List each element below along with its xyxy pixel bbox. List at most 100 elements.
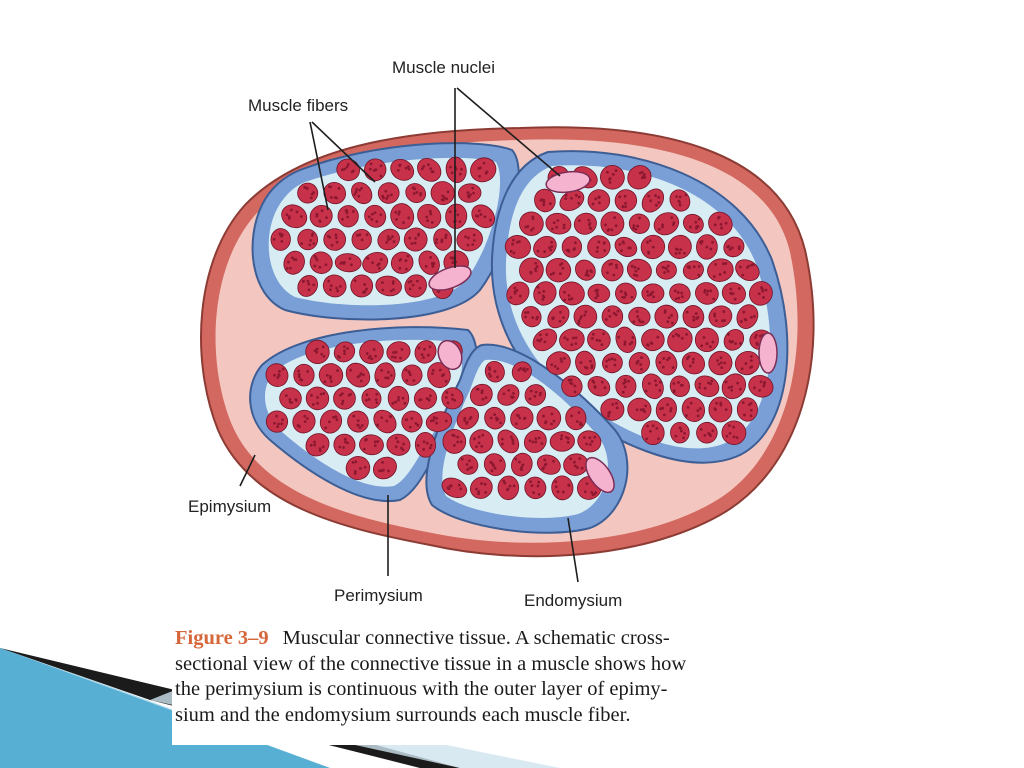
myofibril-dot [401,448,405,452]
myofibril-dot [337,186,341,190]
myofibril-dot [663,413,666,417]
myofibril-dot [587,223,591,227]
myofibril-dot [679,248,683,252]
myofibril-dot [490,462,494,466]
myofibril-dot [346,347,349,350]
myofibril-dot [627,379,630,383]
myofibril-dot [529,228,533,232]
myofibril-dot [489,218,492,222]
myofibril-dot [549,248,553,252]
myofibril-dot [659,407,662,411]
myofibril-dot [559,272,562,276]
myofibril-dot [725,434,729,438]
myofibril-dot [559,263,562,267]
myofibril-dot [511,242,514,246]
myofibril-dot [537,291,541,295]
myofibril-dot [550,363,554,367]
myofibril-dot [647,251,651,255]
myofibril-dot [378,469,381,473]
myofibril-dot [500,442,504,446]
muscle-fiber [401,410,423,433]
myofibril-dot [611,172,615,176]
myofibril-dot [579,423,582,427]
myofibril-dot [646,241,649,244]
myofibril-dot [680,336,684,340]
muscle-fiber [270,228,291,251]
myofibril-dot [543,458,547,462]
myofibril-dot [671,321,674,325]
myofibril-dot [466,243,470,247]
muscle-fiber [694,327,719,353]
myofibril-dot [297,369,300,373]
myofibril-dot [480,391,484,395]
myofibril-dot [325,216,328,220]
myofibril-dot [667,356,671,360]
myofibril-dot [392,240,396,243]
myofibril-dot [389,193,393,197]
myofibril-dot [611,402,615,406]
myofibril-dot [562,357,566,360]
muscle-fiber [615,326,637,353]
myofibril-dot [574,193,578,197]
myofibril-dot [280,233,284,237]
muscle-fiber [721,373,747,400]
myofibril-dot [674,332,678,336]
myofibril-dot [563,298,567,302]
myofibril-dot [397,398,400,402]
myofibril-dot [338,284,342,288]
myofibril-dot [444,233,448,237]
myofibril-dot [448,484,452,488]
myofibril-dot [329,288,332,292]
myofibril-dot [606,170,609,174]
myofibril-dot [562,316,565,320]
myofibril-dot [721,319,724,323]
myofibril-dot [705,293,709,296]
myofibril-dot [344,440,347,444]
muscle-fiber [364,204,387,228]
myofibril-dot [377,266,381,270]
myofibril-dot [429,443,433,447]
myofibril-dot [647,382,651,385]
myofibril-dot [591,332,595,336]
myofibril-dot [376,423,379,427]
myofibril-dot [680,291,684,295]
muscle-fiber [655,397,677,422]
myofibril-dot [381,461,384,464]
myofibril-dot [618,195,622,199]
myofibril-dot [518,294,522,298]
myofibril-dot [415,191,419,194]
myofibril-dot [297,375,301,379]
myofibril-dot [467,459,471,463]
myofibril-dot [432,419,435,422]
myofibril-dot [428,345,432,349]
myofibril-dot [459,487,463,491]
myofibril-dot [447,487,451,491]
myofibril-dot [451,397,455,401]
myofibril-dot [676,248,679,252]
myofibril-dot [537,480,541,484]
myofibril-dot [460,457,464,461]
myofibril-dot [480,389,484,393]
myofibril-dot [408,236,412,240]
myofibril-dot [676,291,680,294]
myofibril-dot [672,389,676,393]
myofibril-dot [446,190,450,194]
label-muscle-fibers: Muscle fibers [248,96,348,115]
myofibril-dot [444,396,448,399]
muscle-fiber [456,406,480,430]
myofibril-dot [632,273,636,277]
myofibril-dot [749,355,753,358]
caption-line-1: Muscular connective tissue. A schematic … [282,627,670,649]
myofibril-dot [513,286,517,290]
myofibril-dot [541,467,545,471]
myofibril-dot [590,337,594,340]
myofibril-dot [684,193,688,197]
myofibril-dot [395,217,398,221]
myofibril-dot [531,440,535,444]
myofibril-dot [563,336,567,340]
myofibril-dot [547,246,551,250]
myofibril-dot [606,271,609,275]
myofibril-dot [727,245,731,248]
myofibril-dot [328,376,332,380]
myofibril-dot [583,313,587,317]
